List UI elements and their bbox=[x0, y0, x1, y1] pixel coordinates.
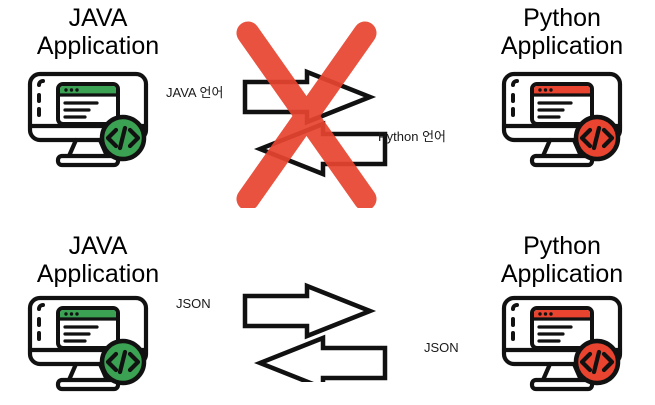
window-graphic bbox=[56, 306, 120, 350]
app-title-line2: Application bbox=[36, 260, 160, 288]
app-title-python-top: Python Application bbox=[472, 4, 652, 60]
red-cross-icon bbox=[236, 21, 377, 208]
monitor-icon-java-bottom bbox=[18, 292, 158, 404]
app-title-line2: Application bbox=[36, 32, 160, 60]
app-title-line2: Application bbox=[500, 260, 624, 288]
code-badge-icon bbox=[99, 114, 147, 162]
arrow-left-json bbox=[253, 334, 388, 382]
app-title-line1: Python bbox=[523, 4, 601, 32]
window-graphic bbox=[530, 306, 594, 350]
code-badge-icon bbox=[99, 338, 147, 386]
flow-label-java-language: JAVA 언어 bbox=[166, 85, 224, 100]
app-title-python-bottom: Python Application bbox=[472, 232, 652, 288]
app-title-java-bottom: JAVA Application bbox=[8, 232, 188, 288]
flow-label-json-left: JSON bbox=[176, 296, 211, 311]
flow-top-blocked bbox=[160, 18, 490, 208]
code-badge-icon bbox=[573, 114, 621, 162]
app-title-line1: JAVA bbox=[68, 4, 128, 32]
app-title-line2: Application bbox=[500, 32, 624, 60]
monitor-icon-python-bottom bbox=[492, 292, 632, 404]
app-title-line1: Python bbox=[523, 232, 601, 260]
app-title-java-top: JAVA Application bbox=[8, 4, 188, 60]
arrow-right-json bbox=[242, 282, 377, 340]
flow-bottom-json bbox=[160, 272, 490, 382]
monitor-icon-java-top bbox=[18, 68, 158, 180]
window-graphic bbox=[56, 82, 120, 126]
flow-label-python-language: Python 언어 bbox=[378, 129, 447, 144]
window-graphic bbox=[530, 82, 594, 126]
monitor-icon-python-top bbox=[492, 68, 632, 180]
app-title-line1: JAVA bbox=[68, 232, 128, 260]
code-badge-icon bbox=[573, 338, 621, 386]
flow-label-json-right: JSON bbox=[424, 340, 459, 355]
